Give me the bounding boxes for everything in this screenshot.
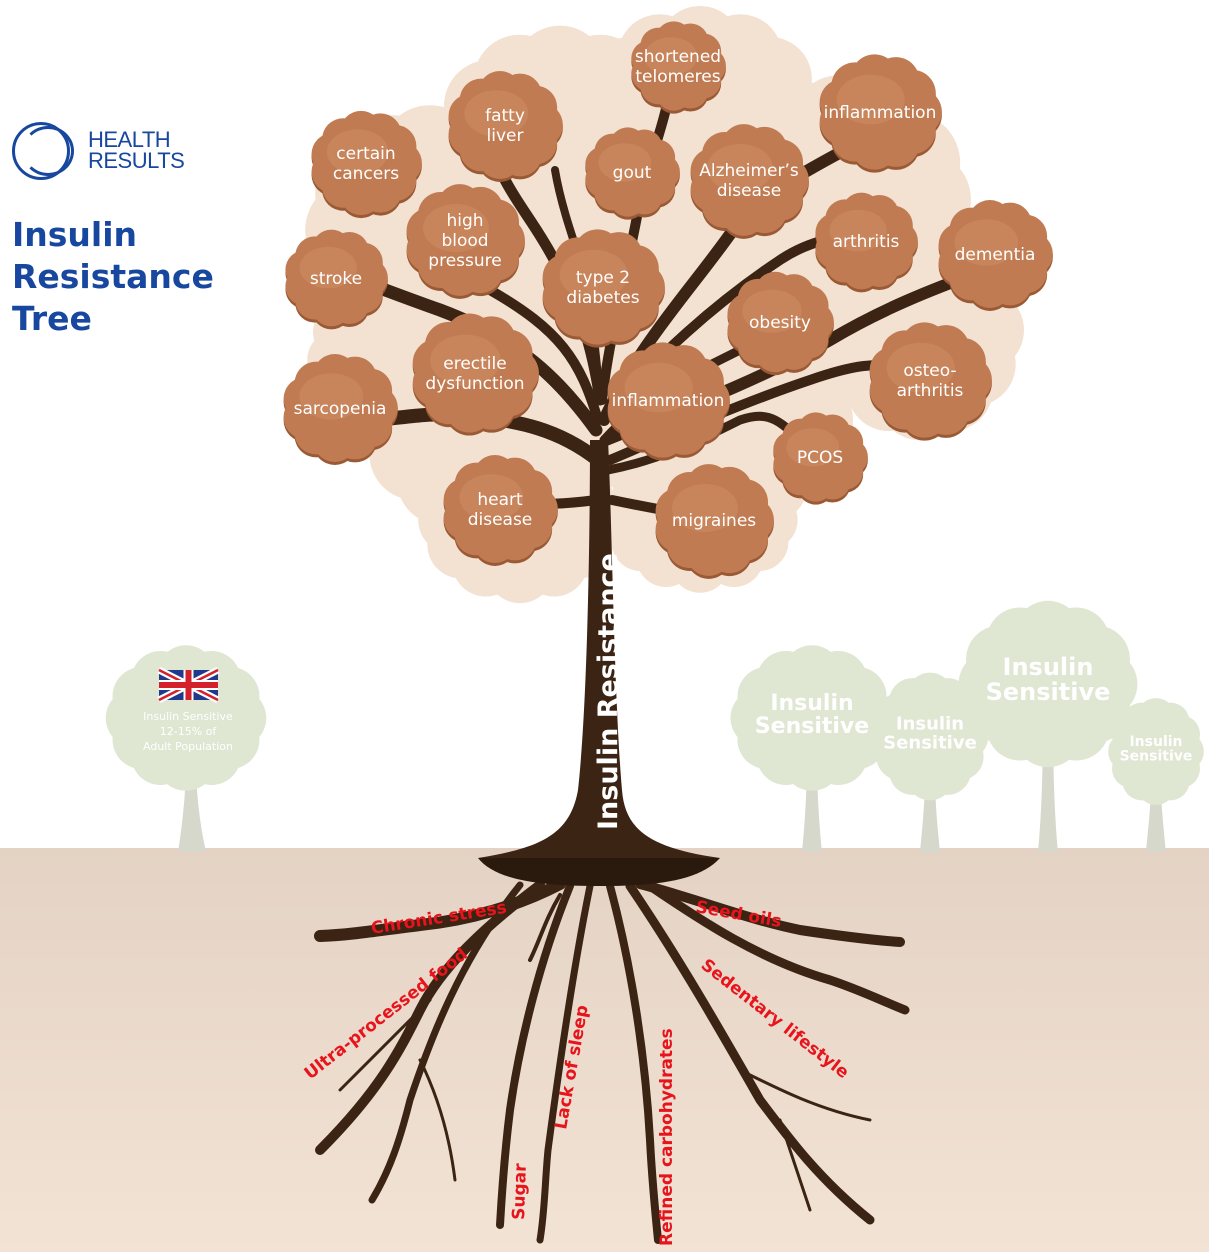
condition-label: heart	[477, 490, 523, 510]
sensitive-tree-label: Sensitive	[1120, 748, 1193, 764]
uk-tree-text: 12-15% of	[160, 725, 218, 738]
condition-label: arthritis	[833, 232, 900, 252]
sensitive-tree-label: Sensitive	[986, 678, 1111, 706]
condition-label: diabetes	[566, 288, 639, 308]
condition-label: Alzheimer’s	[699, 161, 799, 181]
sensitive-tree-label: Insulin	[896, 713, 964, 734]
condition-label: inflammation	[824, 103, 937, 123]
cause-label: Sugar	[509, 1163, 531, 1221]
uk-tree-text: Insulin Sensitive	[143, 710, 233, 723]
condition-label: dementia	[955, 245, 1036, 265]
condition-label: type 2	[576, 268, 630, 288]
condition-label: PCOS	[797, 448, 843, 468]
sensitive-tree-label: Insulin	[1003, 653, 1094, 681]
condition-label: fatty	[485, 106, 525, 126]
condition-label: shortened	[635, 47, 721, 67]
uk-flag-icon	[159, 670, 218, 700]
condition-label: gout	[613, 163, 652, 183]
sensitive-tree-label: Sensitive	[883, 732, 977, 753]
condition-label: arthritis	[897, 381, 964, 401]
cause-label: Refined carbohydrates	[657, 1028, 677, 1246]
condition-label: pressure	[428, 251, 501, 271]
condition-label: obesity	[749, 313, 811, 333]
condition-blossom: dementia	[939, 200, 1053, 311]
condition-label: disease	[468, 510, 533, 530]
condition-label: erectile	[443, 354, 506, 374]
condition-label: dysfunction	[425, 374, 524, 394]
insulin-sensitive-trees: Insulin Sensitive 12-15% of Adult Populati…	[106, 601, 1204, 852]
condition-label: osteo-	[903, 361, 956, 381]
condition-label: stroke	[310, 269, 362, 289]
sensitive-tree-label: Sensitive	[755, 714, 869, 739]
condition-label: inflammation	[612, 391, 725, 411]
condition-label: cancers	[333, 164, 399, 184]
condition-blossom: PCOS	[773, 412, 868, 504]
condition-label: telomeres	[635, 67, 720, 87]
condition-label: high	[446, 211, 483, 231]
condition-label: blood	[441, 231, 488, 251]
sensitive-tree-label: Insulin	[770, 691, 853, 716]
sensitive-tree-label: Insulin	[1129, 734, 1182, 750]
condition-label: certain	[336, 144, 395, 164]
uk-tree-text: Adult Population	[143, 740, 233, 753]
condition-label: migraines	[672, 511, 756, 531]
condition-label: disease	[717, 181, 782, 201]
trunk-label: Insulin Resistance	[593, 553, 624, 830]
condition-label: sarcopenia	[294, 399, 387, 419]
condition-label: liver	[487, 126, 524, 146]
soil	[0, 848, 1209, 1252]
